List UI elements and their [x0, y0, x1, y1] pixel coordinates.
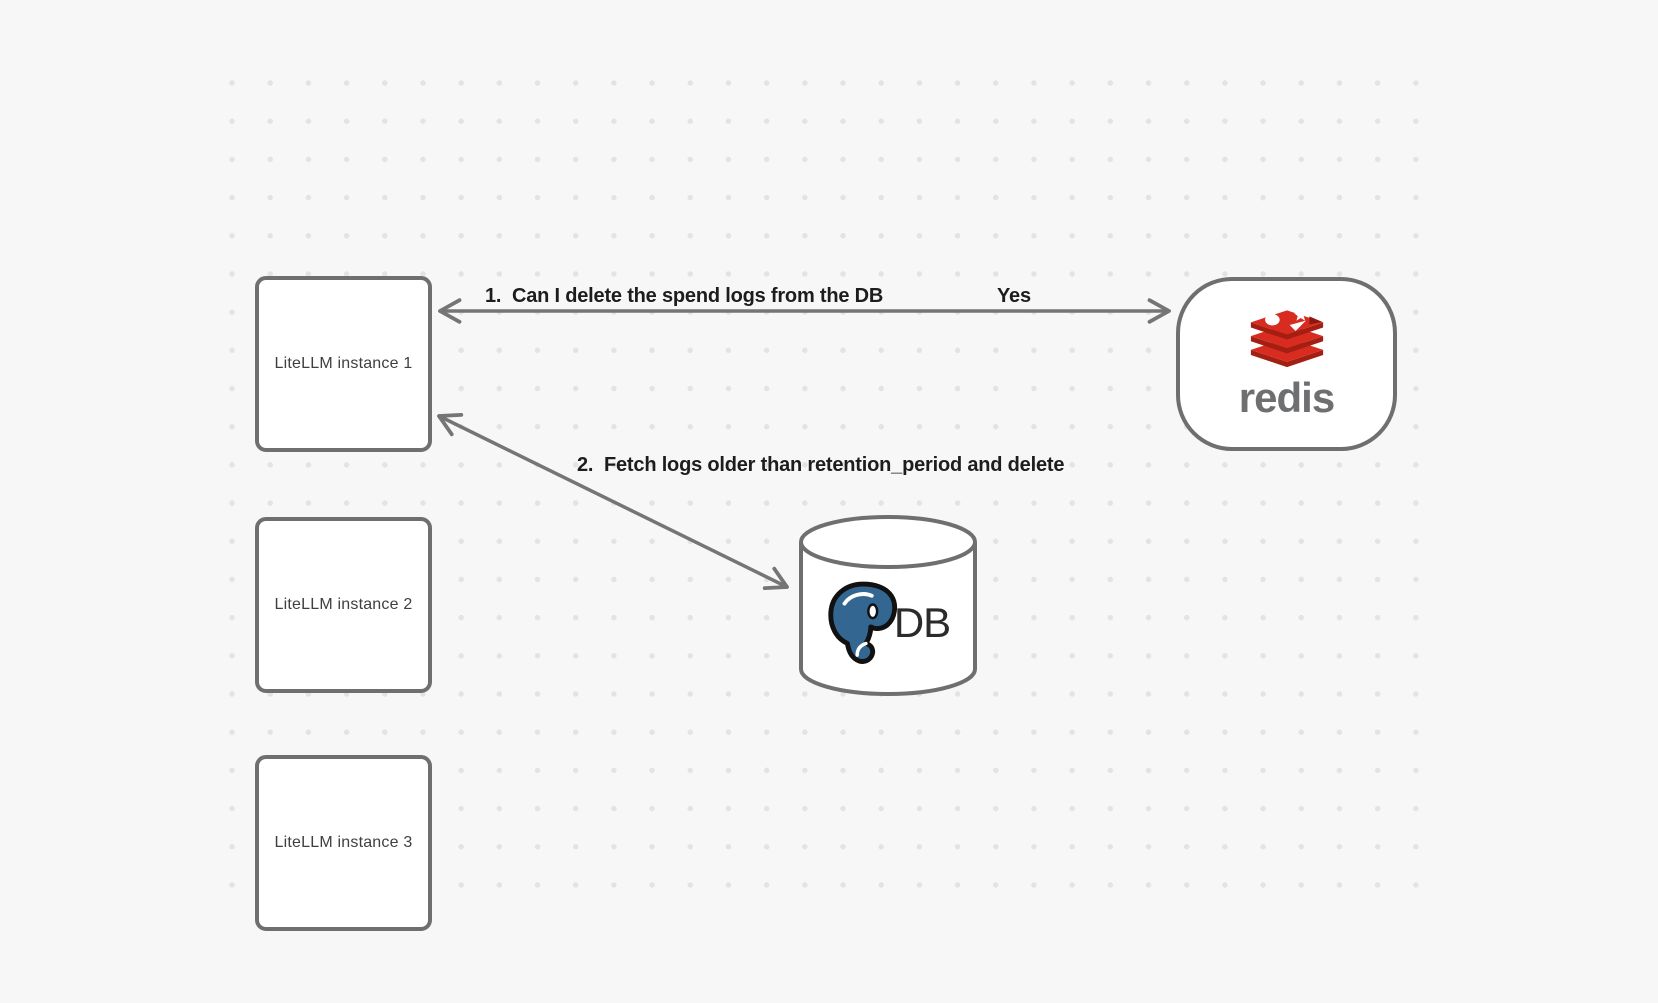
redis-logo-icon	[1250, 310, 1323, 368]
annotation-step1[interactable]: 1. Can I delete the spend logs from the …	[485, 285, 884, 307]
redis-wordmark: redis	[1238, 374, 1335, 421]
litellm-instance-3-box[interactable]: LiteLLM instance 3	[255, 755, 432, 931]
litellm-instance-3-label: LiteLLM instance 3	[274, 834, 413, 851]
litellm-instance-1-label: LiteLLM instance 1	[274, 355, 413, 372]
database-node[interactable]: DB	[799, 515, 977, 697]
litellm-instance-1-box[interactable]: LiteLLM instance 1	[255, 276, 432, 452]
arrow-litellm-db[interactable]	[437, 412, 789, 591]
annotation-step2[interactable]: 2. Fetch logs older than retention_perio…	[577, 454, 1065, 476]
litellm-instance-2-box[interactable]: LiteLLM instance 2	[255, 517, 432, 693]
litellm-instance-2-label: LiteLLM instance 2	[274, 596, 413, 613]
annotation-step1-answer[interactable]: Yes	[997, 285, 1031, 307]
database-label: DB	[893, 599, 951, 646]
postgresql-elephant-icon	[828, 581, 897, 664]
redis-node[interactable]: redis	[1176, 277, 1397, 451]
